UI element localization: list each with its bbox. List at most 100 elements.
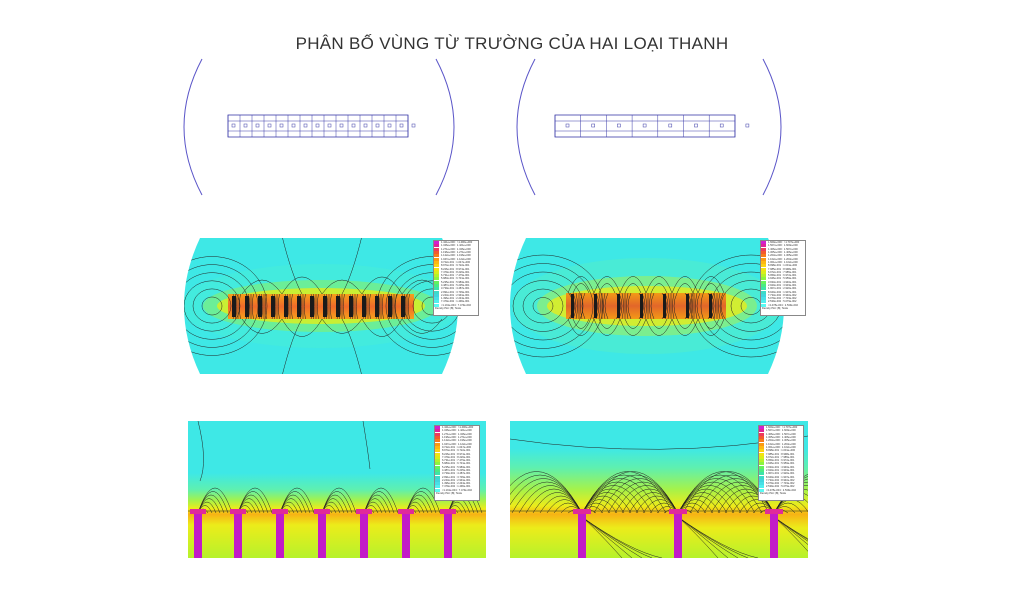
legend-swatch [761, 241, 766, 245]
legend-row: 1.496e-001 : 2.243e-001 [434, 297, 478, 301]
legend-label: 1.305e+000 : 1.406e+000 [768, 251, 798, 255]
legend-label: 2.920e-001 : 3.933e-001 [768, 284, 797, 287]
legend-row: 1.507e+000 : 1.609e+000 [761, 244, 805, 248]
field-line [405, 487, 441, 514]
legend-row: 3.739e-001 : 4.487e-001 [435, 472, 479, 476]
legend-row: 3.933e-001 : 4.946e-001 [761, 280, 805, 284]
field-line [677, 478, 756, 514]
pole-piece [297, 296, 301, 317]
legend-row: 4.946e-001 : 5.959e-001 [761, 277, 805, 281]
legend-row: 8.226e-001 : 8.974e-001 [434, 267, 478, 271]
pole-piece [686, 294, 689, 318]
legend-row: 8.226e-001 : 8.974e-001 [435, 452, 479, 456]
legend-swatch [435, 455, 440, 459]
magnet-square [363, 123, 368, 128]
field-line [317, 293, 319, 320]
field-line [197, 487, 233, 514]
legend-row: 1.305e+000 : 1.406e+000 [761, 251, 805, 255]
legend-row: 1.047e+000 : 1.122e+000 [434, 257, 478, 261]
legend-row: 1.203e+000 : 1.305e+000 [759, 439, 803, 443]
legend-label: 1.507e+000 : 1.609e+000 [766, 429, 796, 433]
legend-swatch [434, 303, 439, 307]
legend-label: 1.196e+000 : 1.271e+000 [442, 436, 472, 440]
field-line [197, 421, 204, 482]
pole-piece [770, 513, 778, 558]
legend-swatch [435, 459, 440, 463]
legend-swatch [761, 251, 766, 255]
field-line [510, 478, 583, 514]
field-line [603, 292, 606, 320]
legend-label: 1.346e+000 : 1.421e+000 [441, 244, 471, 248]
field-line [713, 292, 716, 320]
legend-row: 5.983e-001 : 6.731e-001 [435, 462, 479, 466]
pole-cap [573, 509, 591, 514]
legend-label: 6.731e-001 : 7.479e-001 [442, 459, 471, 463]
legend-swatch [759, 462, 764, 466]
legend-swatch [434, 254, 439, 258]
legend-swatch [761, 287, 766, 291]
legend-swatch [761, 303, 766, 307]
field-line [600, 478, 679, 514]
field-line [382, 293, 384, 320]
field-line [671, 318, 699, 336]
legend-row: 1.609e+000 : >1.707e+000 [761, 241, 805, 245]
field-line [649, 292, 652, 320]
field-line [510, 254, 604, 358]
field-line [281, 318, 323, 337]
legend-row: 6.972e-001 : 7.985e-001 [761, 270, 805, 274]
legend-row: 1.102e+000 : 1.203e+000 [761, 257, 805, 261]
legend-row: 2.920e-001 : 3.933e-001 [759, 469, 803, 472]
legend-label: 4.487e-001 : 5.235e-001 [442, 469, 471, 472]
field-line [304, 293, 306, 320]
legend-row: 5.959e-001 : 6.972e-001 [761, 274, 805, 278]
legend-row: 1.196e+000 : 1.271e+000 [435, 436, 479, 440]
legend-row: 1.271e+000 : 1.346e+000 [435, 432, 479, 436]
legend-swatch [761, 270, 766, 274]
pole-piece [375, 296, 379, 317]
legend-swatch [435, 426, 440, 430]
magnet-square [565, 123, 570, 128]
legend-row: 1.421e+000 : >1.496e+000 [435, 426, 479, 430]
legend-row: 1.907e-001 : 2.920e-001 [761, 287, 805, 291]
legend-label: 1.507e+000 : 1.609e+000 [768, 244, 798, 248]
legend-row: 1.496e-001 : 2.243e-001 [435, 482, 479, 486]
field-line [567, 318, 595, 336]
legend-swatch [435, 452, 440, 456]
magnet-square [375, 123, 380, 128]
legend-swatch [434, 257, 439, 261]
legend-row: 1.122e+000 : 1.196e+000 [435, 439, 479, 443]
legend-label: 5.959e-001 : 6.972e-001 [766, 459, 795, 463]
field-line [572, 318, 590, 329]
legend-label: 1.001e+000 : 1.102e+000 [766, 445, 796, 449]
legend-label: 1.271e+000 : 1.346e+000 [441, 247, 471, 251]
field-line [619, 318, 647, 336]
legend-swatch [761, 254, 766, 258]
field-line [593, 474, 679, 514]
pole-cap [398, 509, 414, 514]
legend-swatch [434, 287, 439, 291]
field-line [626, 292, 629, 320]
magnet-square [617, 123, 621, 128]
legend-row: 1.001e+000 : 1.102e+000 [761, 260, 805, 264]
field-line [356, 293, 358, 320]
legend-label: 7.733e-002 : 8.940e-002 [766, 478, 795, 482]
legend-row: <4.478e-004 : 2.539e-002 [761, 303, 805, 307]
legend-label: 5.235e-001 : 5.983e-001 [442, 465, 471, 469]
legend-label: 1.203e+000 : 1.305e+000 [766, 439, 796, 443]
field-line [321, 487, 357, 514]
legend-swatch [434, 264, 439, 268]
legend-row: 1.609e+000 : >1.707e+000 [759, 426, 803, 430]
legend-swatch [435, 432, 440, 436]
field-line [581, 292, 586, 320]
legend-label: 8.998e-001 : 1.001e+000 [768, 264, 798, 268]
legend-row: 1.203e+000 : 1.305e+000 [761, 254, 805, 258]
legend-row: 2.539e-002 : 5.079e-002 [759, 485, 803, 489]
field-line [627, 292, 632, 320]
magnet-square [399, 123, 404, 128]
legend-swatch [759, 485, 764, 489]
legend-swatch [759, 465, 764, 469]
field-line [650, 318, 668, 329]
magnet-square [243, 123, 248, 128]
legend-swatch [759, 459, 764, 463]
pole-piece [571, 294, 574, 318]
